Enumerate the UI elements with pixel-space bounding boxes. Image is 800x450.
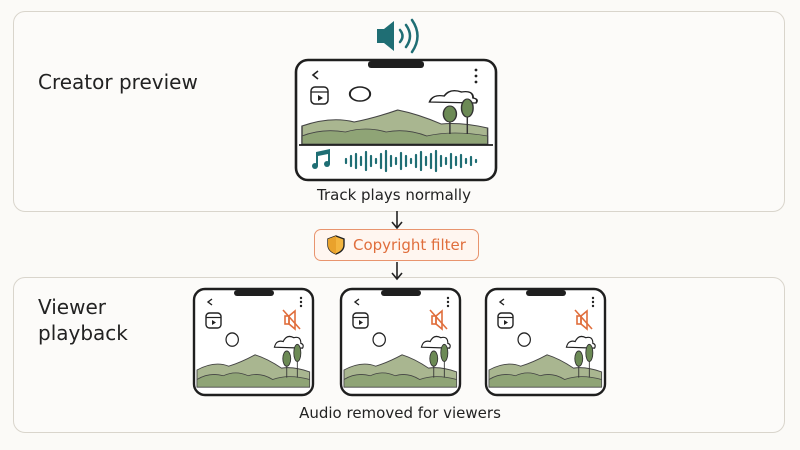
muted-speaker-icon <box>429 309 448 331</box>
creator-phone <box>294 58 498 182</box>
arrow-to-filter <box>391 211 403 230</box>
back-chevron-icon <box>353 298 360 306</box>
reels-icon <box>352 312 369 329</box>
muted-speaker-icon <box>282 309 301 331</box>
reels-icon <box>497 312 514 329</box>
music-note-icon <box>312 149 330 169</box>
more-dots-icon <box>446 296 450 308</box>
creator-preview-label: Creator preview <box>38 70 198 94</box>
viewer-phone-2 <box>339 287 462 397</box>
reels-icon <box>205 312 222 329</box>
waveform-icon <box>344 149 478 173</box>
reels-icon <box>310 86 329 105</box>
back-chevron-icon <box>311 70 319 80</box>
viewer-caption: Audio removed for viewers <box>299 404 501 422</box>
viewer-phone-3 <box>484 287 607 397</box>
shield-icon <box>327 235 345 255</box>
more-dots-icon <box>299 296 303 308</box>
arrow-to-viewers <box>391 262 403 281</box>
more-dots-icon <box>474 68 478 84</box>
muted-speaker-icon <box>574 309 593 331</box>
back-chevron-icon <box>206 298 213 306</box>
copyright-filter-box: Copyright filter <box>314 229 479 261</box>
copyright-filter-label: Copyright filter <box>353 236 466 254</box>
viewer-playback-label: Viewer playback <box>38 295 128 345</box>
back-chevron-icon <box>498 298 505 306</box>
viewer-phone-1 <box>192 287 315 397</box>
speaker-on-icon <box>377 18 419 54</box>
creator-caption: Track plays normally <box>317 186 471 204</box>
more-dots-icon <box>591 296 595 308</box>
